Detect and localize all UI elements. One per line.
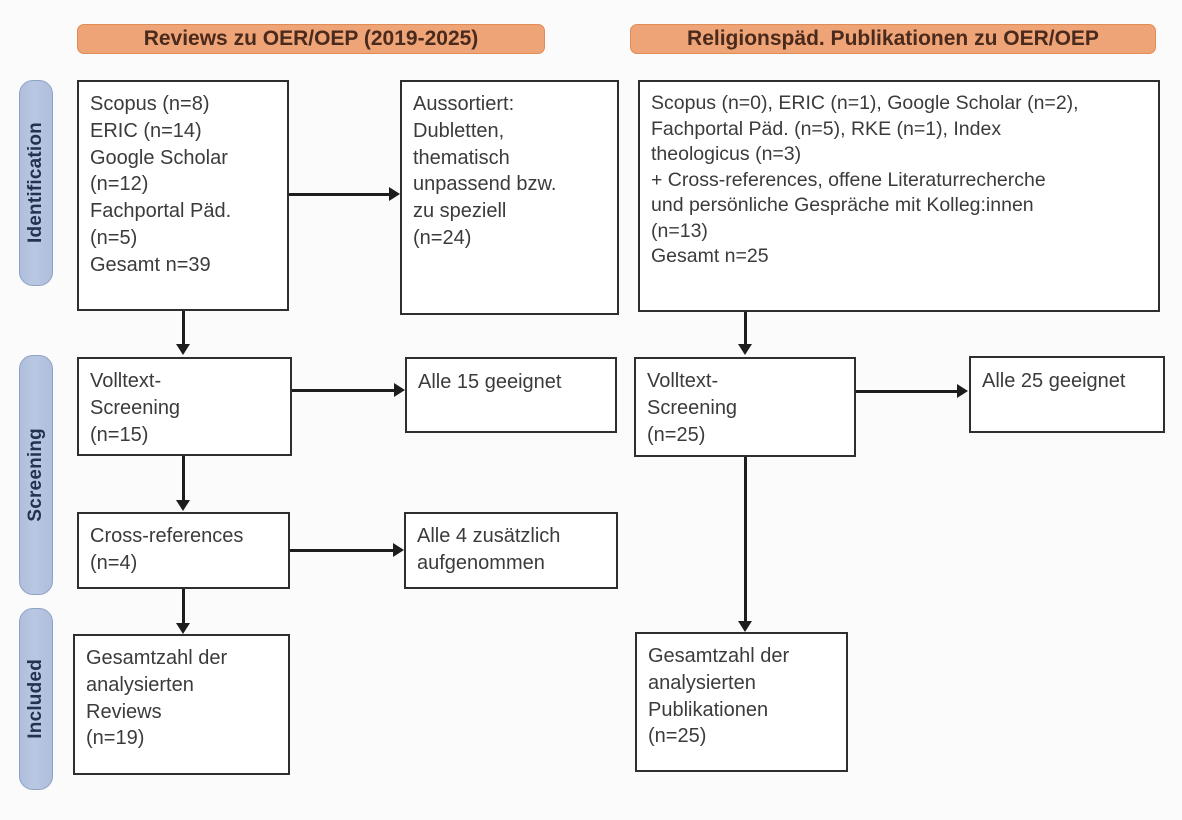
box-line: Cross-references [90,525,244,547]
box-line: (n=13) [651,219,708,242]
connector-right-fulltext-to-result [856,390,957,393]
box-left-crossrefs: Cross-references (n=4) [77,512,290,589]
box-line: Dubletten, [413,119,505,142]
box-left-excluded: Aussortiert: Dubletten, thematisch unpas… [400,80,619,315]
box-line: Publikationen [648,698,769,721]
arrow-right-sources-to-fulltext [738,344,752,355]
box-right-fulltext: Volltext- Screening (n=25) [634,357,856,457]
box-line: Screening [90,396,181,419]
connector-left-crossrefs-to-result [290,549,393,552]
box-line: + Cross-references, offene Literaturrech… [651,168,1046,191]
box-line: Aussortiert: [413,93,515,115]
column-header-right: Religionspäd. Publikationen zu OER/OEP [630,24,1156,54]
box-line: unpassend bzw. [413,173,557,196]
box-left-included: Gesamtzahl der analysierten Reviews (n=1… [73,634,290,775]
stage-label-included: Included [25,659,46,739]
box-line: (n=15) [90,423,149,446]
box-line: Reviews [86,700,162,723]
box-line: (n=4) [90,551,138,574]
box-right-sources: Scopus (n=0), ERIC (n=1), Google Scholar… [638,80,1160,312]
box-line: Alle 4 zusätzlich [417,525,561,547]
arrow-right-fulltext-to-result [957,384,968,398]
arrow-left-sources-to-excluded [389,187,400,201]
box-line: analysierten [648,671,756,694]
stage-label-identification: Identification [25,122,46,244]
stage-pill-included: Included [19,608,53,790]
connector-left-crossrefs-to-included [182,589,185,625]
box-line: aufgenommen [417,551,545,574]
connector-right-fulltext-to-included [744,457,747,623]
box-line: Volltext- [647,370,719,392]
box-line: ERIC (n=14) [90,119,202,142]
arrow-left-sources-to-fulltext [176,344,190,355]
box-line: analysierten [86,673,194,696]
connector-left-sources-to-excluded [289,193,389,196]
box-line: Fachportal Päd. [90,200,232,223]
box-line: Google Scholar [90,146,228,169]
stage-pill-screening: Screening [19,355,53,595]
box-line: theologicus (n=3) [651,143,802,166]
box-line: Fachportal Päd. (n=5), RKE (n=1), Index [651,117,1002,140]
box-right-included: Gesamtzahl der analysierten Publikatione… [635,632,848,772]
box-line: Scopus (n=0), ERIC (n=1), Google Scholar… [651,92,1079,114]
box-line: Scopus (n=8) [90,93,210,115]
stage-pill-identification: Identification [19,80,53,286]
arrow-right-fulltext-to-included [738,621,752,632]
box-line: Gesamt n=25 [651,245,769,268]
column-header-right-label: Religionspäd. Publikationen zu OER/OEP [687,27,1099,50]
box-line: (n=24) [413,226,472,249]
arrow-left-fulltext-to-crossrefs [176,500,190,511]
box-line: Volltext- [90,370,162,392]
box-line: zu speziell [413,200,507,223]
column-header-left: Reviews zu OER/OEP (2019-2025) [77,24,545,54]
box-line: (n=5) [90,226,138,249]
box-line: (n=25) [648,725,707,748]
arrow-left-crossrefs-to-included [176,623,190,634]
column-header-left-label: Reviews zu OER/OEP (2019-2025) [143,27,479,50]
box-line: thematisch [413,146,510,169]
connector-left-sources-to-fulltext [182,311,185,346]
box-line: und persönliche Gespräche mit Kolleg:inn… [651,194,1034,217]
connector-left-fulltext-to-crossrefs [182,456,185,502]
stage-label-screening: Screening [25,428,46,522]
arrow-left-crossrefs-to-result [393,543,404,557]
box-line: Screening [647,396,738,419]
box-line: Alle 25 geeignet [982,370,1126,392]
connector-right-sources-to-fulltext [744,312,747,346]
box-right-fulltext-result: Alle 25 geeignet [969,356,1165,433]
box-left-sources: Scopus (n=8) ERIC (n=14) Google Scholar … [77,80,289,311]
box-left-crossrefs-result: Alle 4 zusätzlich aufgenommen [404,512,618,589]
box-left-fulltext: Volltext- Screening (n=15) [77,357,292,456]
arrow-left-fulltext-to-result [394,383,405,397]
connector-left-fulltext-to-result [292,389,394,392]
box-line: Alle 15 geeignet [418,371,562,393]
box-line: (n=19) [86,727,145,750]
box-line: Gesamtzahl der [648,645,790,667]
box-line: Gesamt n=39 [90,253,211,276]
box-line: (n=12) [90,173,149,196]
box-left-fulltext-result: Alle 15 geeignet [405,357,617,433]
box-line: (n=25) [647,423,706,446]
box-line: Gesamtzahl der [86,647,228,669]
